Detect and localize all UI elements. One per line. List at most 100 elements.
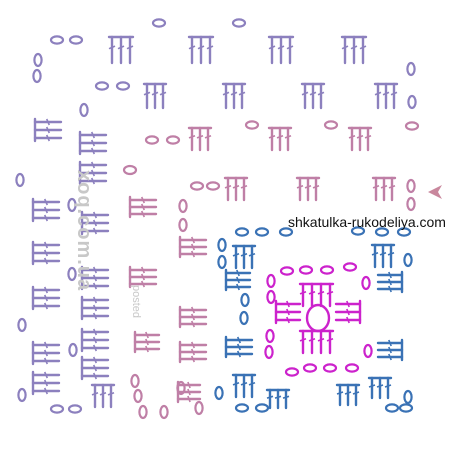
dc-stitch-slash [43, 198, 49, 206]
watermark-subtext: posted [130, 285, 142, 319]
chain-stitch [159, 404, 169, 420]
dc-stitch-slash [326, 337, 334, 342]
dc-group [371, 176, 397, 202]
dc-group [142, 82, 168, 110]
dc-stitch-slash [45, 134, 51, 142]
round-4 [15, 18, 417, 414]
dc-stitch-slash [90, 139, 96, 147]
dc-stitch-slash [43, 379, 49, 387]
dc-stitch-slash [388, 353, 392, 361]
dc-stitch-slash [240, 252, 248, 257]
dc-stitch-slash [348, 134, 356, 139]
dc-stitch-slash [236, 269, 240, 277]
dc-group-horizontal [334, 299, 362, 325]
dc-stitch-slash [286, 316, 290, 324]
dc-group-horizontal [80, 210, 110, 236]
dc-stitch-slash [145, 338, 149, 346]
dc-stitch-slash [188, 134, 196, 139]
dc-stitch-slash [43, 341, 49, 349]
chain-stitch [68, 342, 78, 358]
dc-stitch-slash [197, 45, 205, 50]
chain-stitch [406, 196, 416, 212]
dc-stitch-slash [382, 91, 390, 96]
chain-stitch [344, 363, 360, 373]
dc-stitch-slash [190, 236, 196, 244]
chain-stitch [115, 81, 131, 91]
dc-group-horizontal [31, 240, 61, 266]
dc-group [231, 373, 257, 399]
chain-stitch [151, 18, 167, 28]
dc-group-horizontal [224, 268, 252, 292]
dc-stitch-slash [286, 300, 290, 308]
dc-stitch-slash [317, 91, 325, 96]
dc-stitch-slash [379, 251, 387, 256]
dc-stitch-slash [151, 91, 159, 96]
chain-stitch [133, 388, 143, 404]
dc-group [223, 176, 249, 202]
dc-group-horizontal [128, 265, 158, 289]
dc-stitch-slash [140, 266, 146, 274]
chain-stitch [17, 317, 27, 333]
dc-group-horizontal [31, 197, 61, 223]
dc-stitch-slash [92, 356, 98, 364]
dc-group [298, 329, 335, 355]
dc-stitch-slash [268, 45, 276, 50]
dc-stitch-slash [376, 384, 384, 388]
chain-stitch [298, 265, 314, 275]
dc-stitch-slash [388, 278, 392, 286]
dc-stitch-slash [206, 45, 214, 50]
chain-stitch [342, 262, 358, 272]
chain-stitch [15, 172, 25, 188]
dc-stitch-slash [274, 395, 282, 399]
chain-stitch [231, 18, 247, 28]
dc-stitch-slash [309, 91, 317, 96]
dc-stitch-slash [43, 387, 49, 395]
dc-stitch-slash [390, 91, 398, 96]
dc-group-horizontal [78, 160, 108, 186]
dc-stitch-slash [232, 252, 240, 257]
dc-stitch-slash [90, 177, 96, 185]
dc-stitch-slash [43, 206, 49, 214]
dc-stitch-slash [317, 337, 325, 342]
dc-stitch-slash [224, 184, 232, 189]
chain-stitch [67, 266, 77, 282]
dc-stitch-slash [248, 381, 256, 386]
dc-stitch-slash [159, 91, 167, 96]
dc-stitch-slash [92, 328, 98, 336]
dc-stitch-slash [356, 134, 364, 139]
dc-stitch-slash [326, 290, 334, 295]
dc-stitch-slash [188, 45, 196, 50]
chain-stitch [67, 404, 83, 414]
dc-stitch-slash [43, 214, 49, 222]
chain-stitch [319, 265, 335, 275]
dc-group-horizontal [178, 340, 208, 364]
dc-group [187, 35, 215, 65]
dc-stitch-slash [346, 300, 350, 308]
dc-stitch-slash [190, 313, 196, 321]
chain-stitch [214, 385, 224, 401]
dc-stitch-slash [140, 273, 146, 281]
dc-stitch-slash [230, 91, 238, 96]
dc-stitch-slash [387, 251, 395, 256]
dc-stitch-slash [187, 388, 191, 396]
chain-stitch [302, 363, 318, 373]
dc-group [231, 244, 257, 270]
chain-stitch [49, 404, 65, 414]
dc-stitch-slash [43, 371, 49, 379]
dc-stitch-slash [145, 345, 149, 353]
site-label: shkatulka-rukodeliya.com [288, 214, 446, 230]
dc-group [300, 82, 326, 110]
dc-stitch-slash [344, 391, 352, 395]
chain-stitch [322, 363, 338, 373]
dc-stitch-slash [248, 252, 256, 257]
chain-stitch [32, 68, 42, 84]
dc-stitch-slash [140, 203, 146, 211]
dc-stitch-slash [140, 280, 146, 288]
chain-stitch [384, 403, 400, 413]
dc-stitch-slash [238, 91, 246, 96]
dc-stitch-slash [352, 391, 360, 395]
dc-stitch-slash [236, 283, 240, 291]
dc-stitch-slash [232, 381, 240, 386]
dc-stitch-slash [190, 243, 196, 251]
dc-stitch-slash [222, 91, 230, 96]
